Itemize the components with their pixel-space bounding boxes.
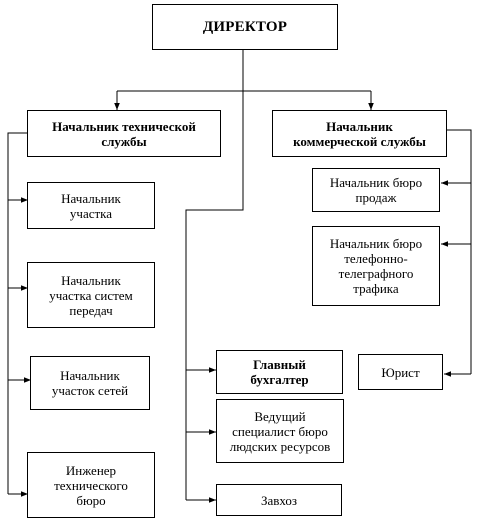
node-site-head-label: Начальник участка (61, 190, 121, 221)
node-director-label: ДИРЕКТОР (202, 18, 288, 35)
node-telecom-head-label: Начальник бюро телефонно- телеграфного т… (329, 236, 423, 296)
node-net-head-label: Начальник участок сетей (51, 368, 129, 398)
node-trans-head-label: Начальник участка систем передач (49, 272, 133, 318)
connector-comm-trunk (446, 129, 472, 374)
node-comm-head: Начальник коммерческой службы (272, 110, 447, 157)
node-lawyer-label: Юрист (381, 364, 420, 380)
node-accountant: Главный бухгалтер (216, 350, 343, 394)
node-site-head: Начальник участка (27, 182, 155, 229)
node-hr-specialist: Ведущий специалист бюро людских ресурсов (216, 399, 344, 463)
node-lawyer: Юрист (358, 354, 443, 390)
node-sales-head: Начальник бюро продаж (312, 168, 440, 212)
node-engineer: Инженер технического бюро (27, 452, 155, 518)
node-supply: Завхоз (216, 484, 342, 516)
node-tech-head-label: Начальник технической службы (52, 118, 196, 149)
node-hr-specialist-label: Ведущий специалист бюро людских ресурсов (229, 408, 331, 454)
node-engineer-label: Инженер технического бюро (54, 462, 128, 508)
node-tech-head: Начальник технической службы (27, 110, 221, 157)
node-trans-head: Начальник участка систем передач (27, 262, 155, 328)
node-director: ДИРЕКТОР (152, 4, 338, 50)
node-accountant-label: Главный бухгалтер (250, 357, 309, 387)
node-telecom-head: Начальник бюро телефонно- телеграфного т… (312, 226, 440, 306)
node-comm-head-label: Начальник коммерческой службы (293, 118, 426, 149)
node-net-head: Начальник участок сетей (30, 356, 150, 410)
connector-director-to-accounting (185, 91, 244, 500)
node-sales-head-label: Начальник бюро продаж (329, 175, 423, 205)
node-supply-label: Завхоз (260, 492, 298, 508)
connector-tech-trunk (7, 132, 28, 494)
